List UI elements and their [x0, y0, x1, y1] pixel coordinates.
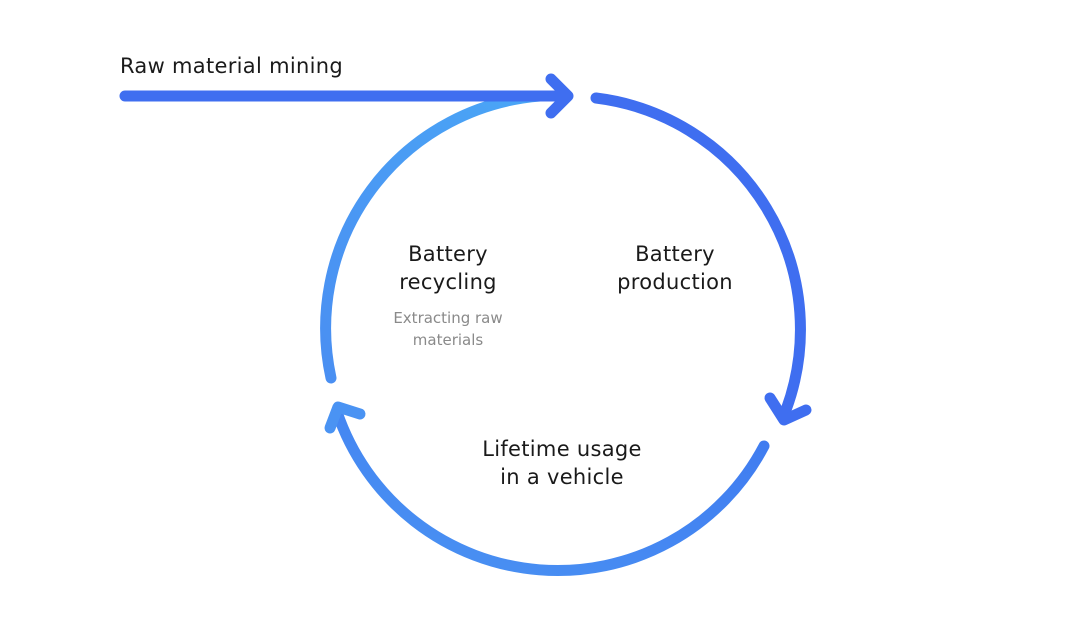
sublabel-line: Extracting raw — [393, 309, 503, 327]
arrowhead-usage — [764, 392, 812, 426]
arrowhead-raw-material — [545, 73, 574, 119]
stage-label-line: Battery — [635, 242, 715, 266]
arc-recycling-to-production — [320, 90, 546, 384]
stage-recycling-sublabel: Extracting raw materials — [368, 307, 528, 351]
stage-label-line: production — [617, 270, 733, 294]
arrowhead-recycling — [324, 401, 366, 434]
stage-battery-production: Battery production — [590, 240, 760, 296]
stage-label-line: Battery — [408, 242, 488, 266]
stage-lifetime-usage: Lifetime usage in a vehicle — [452, 435, 672, 491]
stage-label-line: Lifetime usage — [482, 437, 642, 461]
arc-production-to-usage — [590, 92, 806, 416]
arc-usage-to-recycling — [331, 406, 770, 577]
stage-battery-recycling: Battery recycling — [368, 240, 528, 296]
stage-label-line: recycling — [399, 270, 497, 294]
stage-label-line: in a vehicle — [500, 465, 624, 489]
raw-material-mining-label: Raw material mining — [120, 54, 343, 78]
sublabel-line: materials — [412, 331, 484, 349]
